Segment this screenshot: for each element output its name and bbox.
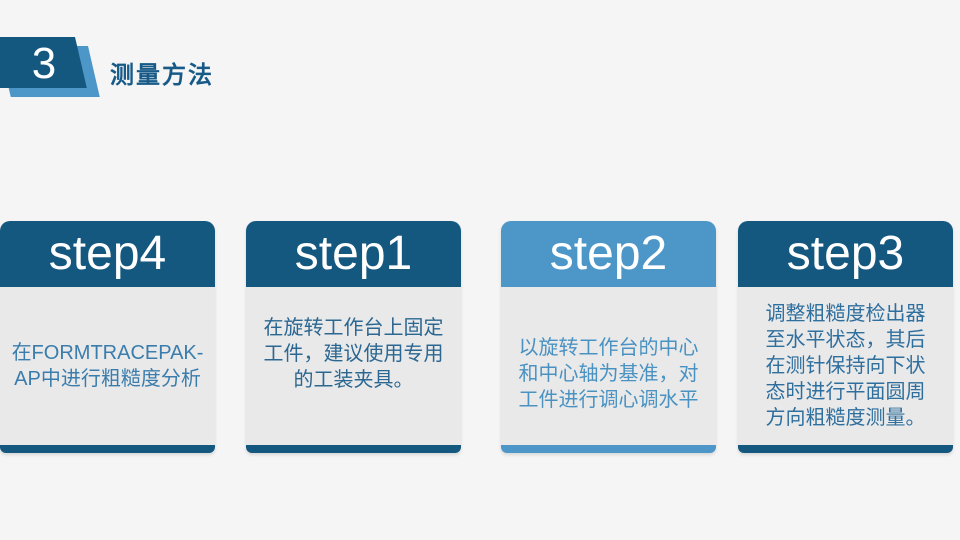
step-card-3-text: 调整粗糙度检出器 至水平状态，其后 在测针保持向下状 态时进行平面圆周 方向粗糙… (765, 303, 926, 429)
step-card-2: step2 以旋转工作台的中心 和中心轴为基准，对 工件进行调心调水平 (501, 221, 716, 453)
section-number: 3 (31, 38, 57, 88)
step-card-1-header: step1 (246, 221, 461, 287)
step-card-4: step4 在FORMTRACEPAK- AP中进行粗糙度分析 (0, 221, 215, 453)
step-card-1-bottom-bar (246, 445, 461, 453)
page-title: 测量方法 (110, 62, 214, 89)
step-card-4-body: 在FORMTRACEPAK- AP中进行粗糙度分析 (0, 287, 215, 445)
step-card-4-label: step4 (48, 227, 167, 280)
step-card-1-text: 在旋转工作台上固定 工件，建议使用专用 的工装夹具。 (263, 317, 444, 391)
step-card-1-label: step1 (294, 227, 413, 280)
step-card-4-text: 在FORMTRACEPAK- AP中进行粗糙度分析 (11, 342, 204, 390)
step-card-2-text: 以旋转工作台的中心 和中心轴为基准，对 工件进行调心调水平 (518, 337, 699, 411)
step-card-3-body: 调整粗糙度检出器 至水平状态，其后 在测针保持向下状 态时进行平面圆周 方向粗糙… (738, 287, 953, 445)
step-card-2-bottom-bar (501, 445, 716, 453)
step-card-1-body: 在旋转工作台上固定 工件，建议使用专用 的工装夹具。 (246, 287, 461, 445)
step-card-2-header: step2 (501, 221, 716, 287)
step-card-3-header: step3 (738, 221, 953, 287)
step-card-3-label: step3 (786, 227, 905, 280)
step-card-3-bottom-bar (738, 445, 953, 453)
step-card-3: step3 调整粗糙度检出器 至水平状态，其后 在测针保持向下状 态时进行平面圆… (738, 221, 953, 453)
step-card-4-bottom-bar (0, 445, 215, 453)
step-card-4-header: step4 (0, 221, 215, 287)
step-card-2-label: step2 (549, 227, 668, 280)
step-card-1: step1 在旋转工作台上固定 工件，建议使用专用 的工装夹具。 (246, 221, 461, 453)
step-card-2-body: 以旋转工作台的中心 和中心轴为基准，对 工件进行调心调水平 (501, 287, 716, 445)
